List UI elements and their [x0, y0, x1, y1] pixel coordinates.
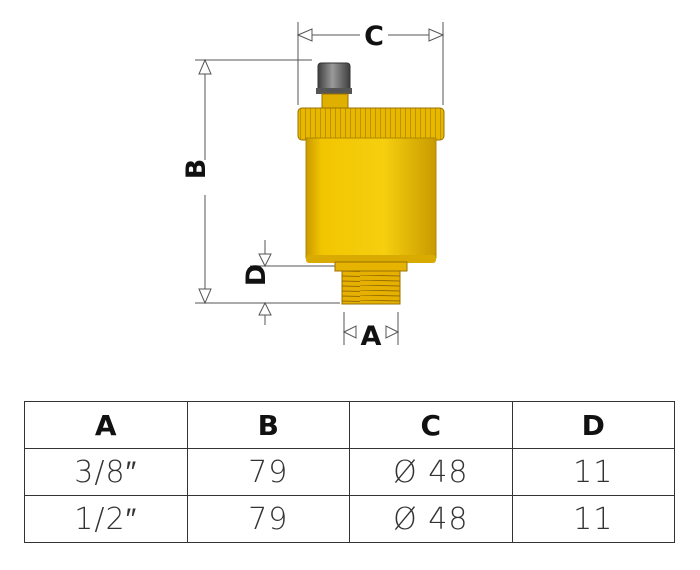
knurled-ring: [297, 107, 445, 141]
dimensions-table: A B C D 3/8″ 79 Ø 48 11 1/2″ 79 Ø 48 11: [24, 401, 675, 543]
dimension-b-label: B: [181, 159, 212, 180]
table-cell: 3/8″: [24, 448, 188, 496]
table-cell: Ø 48: [349, 495, 513, 543]
table-cell: 11: [511, 495, 675, 543]
dimension-c-label: C: [364, 21, 384, 52]
column-header-d: D: [511, 401, 675, 449]
table-cell: 79: [186, 495, 350, 543]
table-cell: 1/2″: [24, 495, 188, 543]
hex-nut: [334, 261, 408, 272]
air-vent-dimension-drawing: C B D A: [181, 21, 445, 352]
dimension-d-label: D: [241, 264, 272, 286]
column-header-a: A: [24, 401, 188, 449]
table-cell: 11: [511, 448, 675, 496]
table-header-row: A B C D: [24, 401, 675, 449]
dimension-lines: [195, 22, 445, 345]
column-header-c: C: [349, 401, 513, 449]
table-row: 3/8″ 79 Ø 48 11: [24, 448, 675, 496]
threaded-connection: [341, 270, 401, 305]
table-cell: Ø 48: [349, 448, 513, 496]
column-header-b: B: [186, 401, 350, 449]
dimension-a-label: A: [361, 321, 382, 352]
cap-stem: [321, 93, 349, 109]
table-row: 1/2″ 79 Ø 48 11: [24, 495, 675, 543]
table-cell: 79: [186, 448, 350, 496]
air-vent-valve: [297, 62, 445, 305]
float-chamber: [305, 137, 437, 259]
